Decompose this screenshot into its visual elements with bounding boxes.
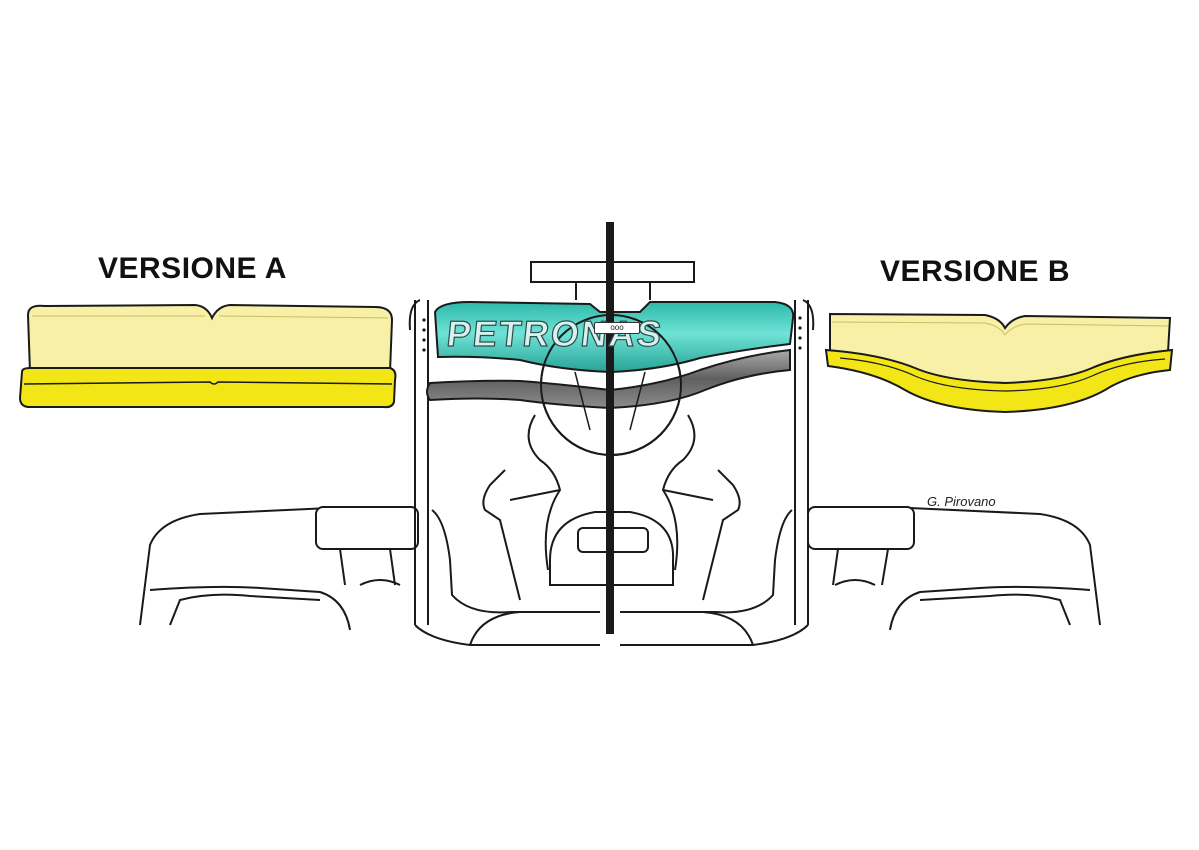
author-signature: G. Pirovano	[927, 494, 996, 509]
central-main-plane	[426, 348, 791, 410]
version-b-main-plane	[824, 348, 1174, 414]
version-a-main-plane	[18, 367, 397, 409]
version-b-label: VERSIONE B	[880, 255, 1071, 288]
centre-divider-line	[606, 222, 614, 634]
central-rear-wing	[422, 300, 802, 456]
car-outline	[139, 261, 1101, 646]
sponsor-logo-text: PETRONAS	[444, 312, 666, 354]
version-a-label: VERSIONE A	[98, 252, 287, 285]
version-a-wing	[18, 303, 397, 409]
version-a-upper-element	[26, 303, 394, 373]
version-b-wing	[824, 312, 1174, 414]
central-upper-element	[433, 300, 795, 374]
sponsor-badge: ooo	[594, 322, 640, 334]
